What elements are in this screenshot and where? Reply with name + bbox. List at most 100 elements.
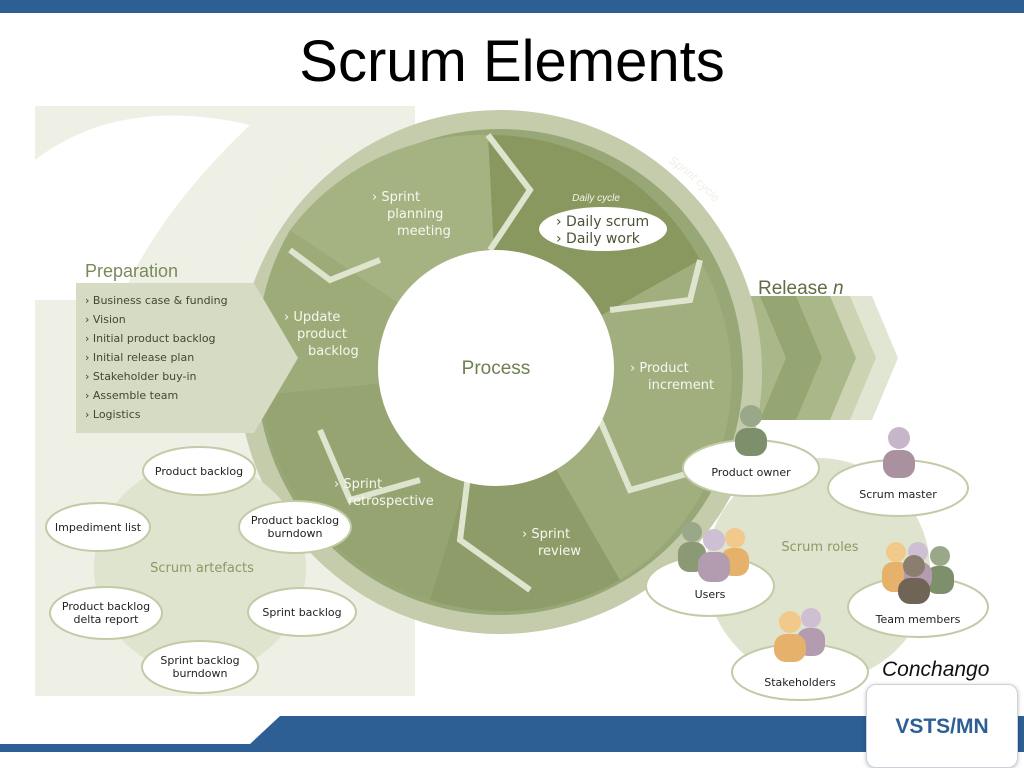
footer-strip: [0, 744, 1024, 752]
step-update-3: backlog: [308, 344, 359, 359]
person-icon-scrum-master: [883, 427, 915, 478]
person-icons: [678, 405, 954, 662]
scrum-master-body: [883, 450, 915, 478]
artefact-delta-report-line-1: Product backlog: [62, 600, 150, 613]
role-scrum-master: Scrum master: [859, 488, 937, 501]
role-product-owner: Product owner: [711, 466, 791, 479]
footer-band: [0, 716, 1024, 768]
stakeholders-body-2: [774, 634, 806, 662]
preparation-item-5: › Stakeholder buy-in: [85, 370, 197, 383]
segment-dividers: [288, 133, 703, 593]
artefact-sprint-burndown-line-2: burndown: [173, 667, 228, 680]
artefact-sprint-burndown-line-1: Sprint backlog: [160, 654, 239, 667]
person-icon-product-owner: [735, 405, 767, 456]
artefact-delta-bubble: [49, 586, 163, 640]
preparation-arrow: [76, 283, 298, 433]
divider-2: [609, 259, 703, 313]
preparation-item-3: › Initial product backlog: [85, 332, 216, 345]
product-owner-head: [740, 405, 762, 427]
slide-title: Scrum Elements: [299, 29, 725, 94]
users-head-3: [703, 529, 725, 551]
artefact-bubbles: [45, 446, 357, 694]
person-icon-team: [882, 542, 954, 604]
top-accent-bar: [0, 0, 1024, 13]
product-owner-body: [735, 428, 767, 456]
artefact-product-burndown-line-2: burndown: [268, 527, 323, 540]
team-body-2: [926, 566, 954, 594]
step-retro-1: › Sprint: [334, 477, 382, 492]
users-head-1: [682, 522, 702, 542]
step-increment-2: increment: [648, 378, 714, 393]
person-icon-stakeholders: [774, 608, 825, 662]
step-increment-1: › Product: [630, 361, 689, 376]
footer-logo-text: VSTS/MN: [895, 715, 989, 738]
role-team-members: Team members: [875, 613, 961, 626]
roles-title: Scrum roles: [781, 540, 858, 555]
step-update-1: › Update: [284, 310, 340, 325]
artefact-product-burndown-line-1: Product backlog: [251, 514, 339, 527]
process-center: [378, 250, 614, 486]
artefact-sprint-burndown-bubble: [141, 640, 259, 694]
team-head-1: [886, 542, 906, 562]
role-users: Users: [695, 588, 726, 601]
artefacts-title: Scrum artefacts: [150, 561, 254, 576]
team-head-2: [930, 546, 950, 566]
role-labels: Product owner Scrum master Users Team me…: [695, 466, 961, 689]
release-label-text: Release: [758, 278, 833, 299]
step-update-2: product: [297, 327, 347, 342]
team-body-4: [898, 578, 930, 604]
person-icon-users: [678, 522, 749, 582]
release-label: Release n: [758, 278, 844, 299]
preparation-item-2: › Vision: [85, 313, 126, 326]
footer-logo: VSTS/MN: [866, 684, 1018, 768]
step-review-2: review: [538, 544, 581, 559]
daily-cycle-label: Daily cycle: [572, 193, 620, 204]
step-planning-3: meeting: [397, 224, 451, 239]
divider-6: [288, 247, 382, 284]
role-stakeholders: Stakeholders: [764, 676, 836, 689]
scrum-master-head: [888, 427, 910, 449]
team-head-4: [903, 555, 925, 577]
preparation-title: Preparation: [85, 261, 178, 281]
step-labels: › Sprint planning meeting › Update produ…: [284, 190, 714, 559]
stakeholders-head-1: [801, 608, 821, 628]
users-body-3: [698, 552, 730, 582]
release-label-n: n: [833, 278, 844, 299]
artefact-burndown-bubble: [238, 500, 352, 554]
divider-1: [485, 133, 534, 252]
process-label: Process: [462, 358, 531, 379]
step-planning-2: planning: [387, 207, 443, 222]
artefact-labels: Product backlog Impediment list Product …: [55, 465, 342, 680]
step-planning-1: › Sprint: [372, 190, 420, 205]
artefact-product-backlog: Product backlog: [155, 465, 243, 478]
divider-5: [317, 428, 421, 504]
preparation-item-6: › Assemble team: [85, 389, 178, 402]
footer-white: [0, 752, 1024, 768]
step-review-1: › Sprint: [522, 527, 570, 542]
users-head-2: [725, 528, 745, 548]
artefact-sprint-backlog: Sprint backlog: [262, 606, 341, 619]
preparation-item-4: › Initial release plan: [85, 351, 194, 364]
artefact-impediment-list: Impediment list: [55, 521, 142, 534]
preparation-item-1: › Business case & funding: [85, 294, 228, 307]
stakeholders-head-2: [779, 611, 801, 633]
divider-3: [597, 418, 701, 494]
credit-label: Conchango: [882, 658, 990, 681]
release-arrow-tip: [760, 296, 822, 420]
daily-cycle-bubble: [539, 207, 667, 251]
artefact-delta-report-line-2: delta report: [74, 613, 140, 626]
daily-item-work: › Daily work: [556, 231, 641, 247]
step-retro-2: retrospective: [348, 494, 434, 509]
artefact-product-backlog-bubble: [142, 446, 256, 496]
artefact-impediment-bubble: [45, 502, 151, 552]
artefact-sprint-backlog-bubble: [247, 587, 357, 637]
preparation-item-7: › Logistics: [85, 408, 141, 421]
footer-wave: [250, 716, 1024, 744]
preparation-list: › Business case & funding › Vision › Ini…: [85, 294, 228, 421]
daily-item-scrum: › Daily scrum: [556, 214, 649, 230]
divider-4: [456, 459, 532, 593]
